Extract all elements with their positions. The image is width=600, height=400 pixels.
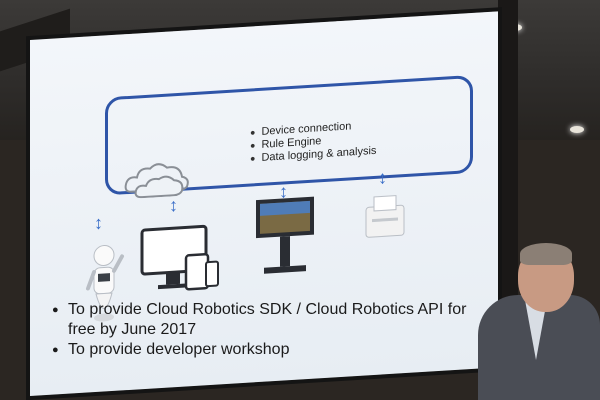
phone-icon xyxy=(205,260,219,288)
bidirectional-arrow-icon: ↕ xyxy=(94,212,103,234)
bottom-bullet-item: To provide developer workshop xyxy=(52,340,468,360)
bidirectional-arrow-icon: ↕ xyxy=(169,194,178,216)
desktop-monitor-icon xyxy=(140,224,219,291)
presenter-hair xyxy=(520,243,572,265)
ceiling-light xyxy=(570,126,584,133)
bottom-bullet-list: To provide Cloud Robotics SDK / Cloud Ro… xyxy=(52,300,468,360)
bidirectional-arrow-icon: ↕ xyxy=(378,167,387,188)
kiosk-display-icon xyxy=(256,196,314,274)
cloud-feature-list: Device connection Rule Engine Data loggi… xyxy=(250,119,376,166)
tablet-icon xyxy=(184,253,210,291)
printer-icon xyxy=(365,195,405,238)
cloud-icon xyxy=(124,163,189,199)
bottom-bullet-item: To provide Cloud Robotics SDK / Cloud Ro… xyxy=(52,300,468,340)
